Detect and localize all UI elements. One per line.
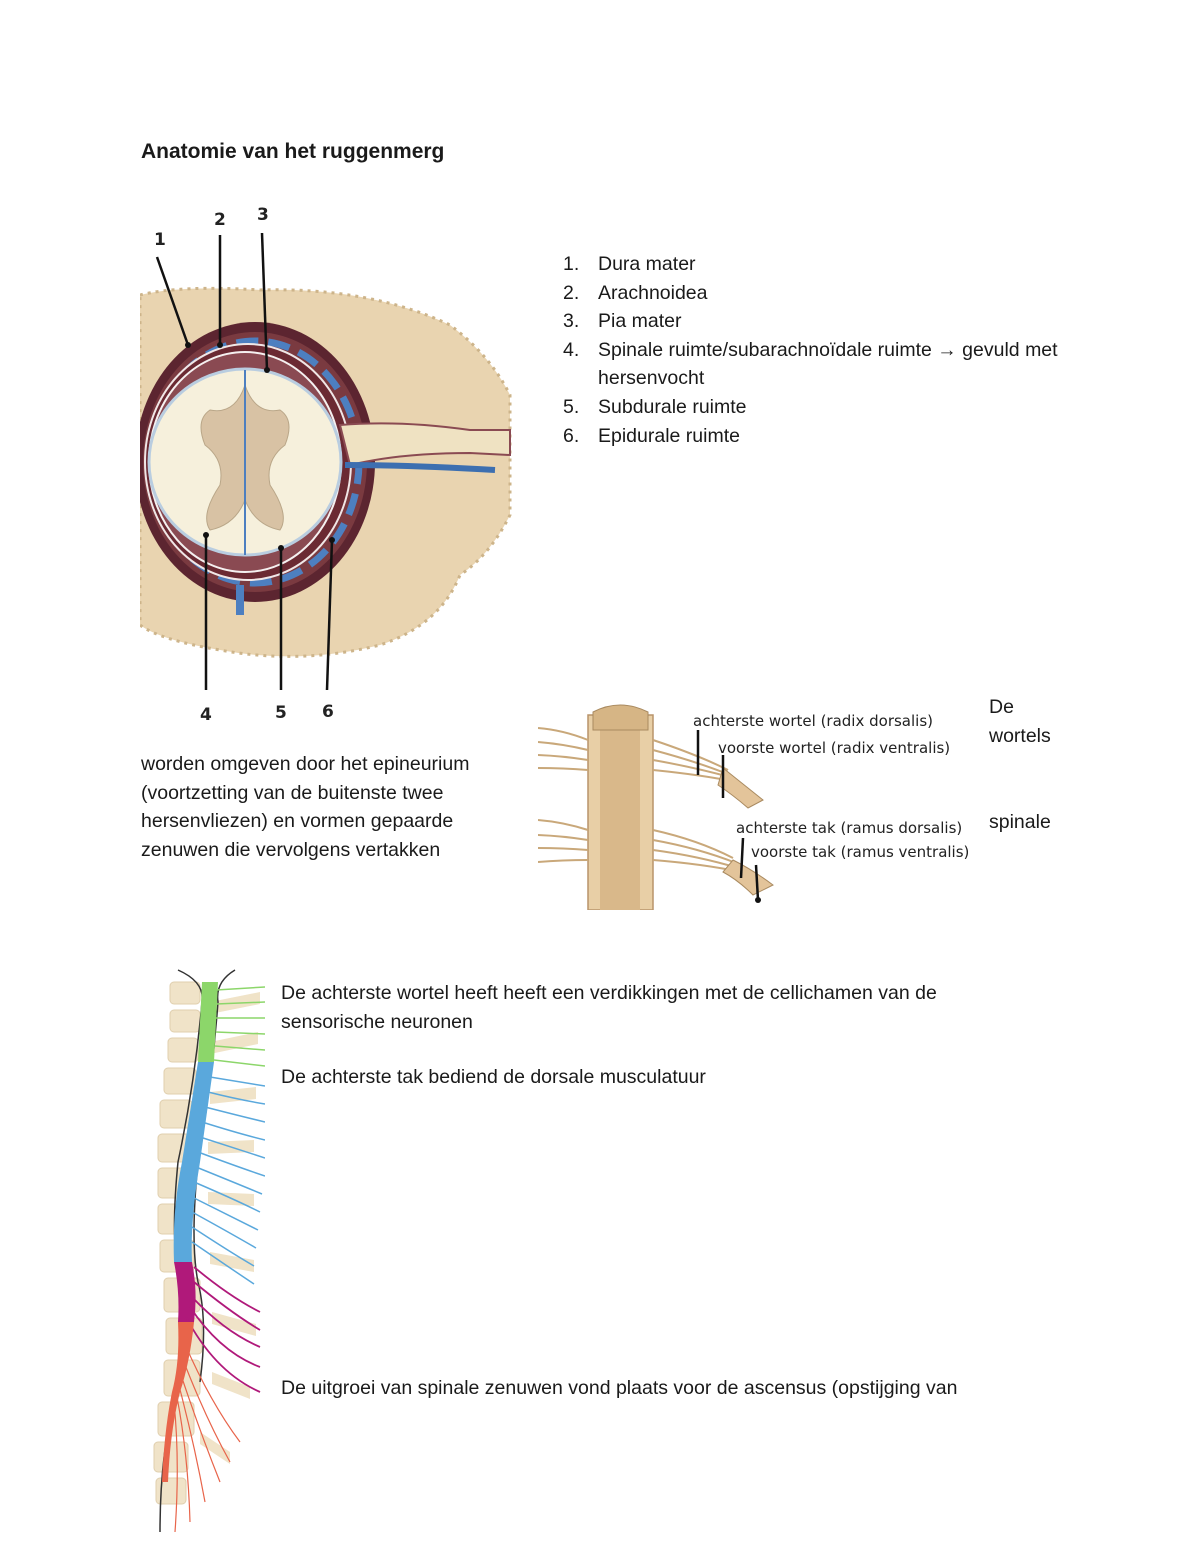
root-label-ventral-ramus: voorste tak (ramus ventralis) bbox=[751, 843, 968, 861]
side-text-de: De bbox=[989, 696, 1014, 718]
list-item: 5.Subdurale ruimte bbox=[563, 395, 747, 418]
side-text-wortels: wortels bbox=[989, 725, 1051, 747]
figure-label-4: 4 bbox=[200, 705, 212, 725]
root-label-dorsal-root: achterste wortel (radix dorsalis) bbox=[693, 712, 933, 730]
root-label-ventral-root: voorste wortel (radix ventralis) bbox=[718, 739, 950, 757]
list-item: 4.Spinale ruimte/subarachnoïdale ruimte … bbox=[563, 338, 1058, 390]
list-item: 1.Dura mater bbox=[563, 253, 696, 275]
paragraph-ascensus: De uitgroei van spinale zenuwen vond pla… bbox=[281, 1377, 958, 1399]
paragraph-dorsal-root: De achterste wortel heeft heeft een verd… bbox=[281, 982, 937, 1033]
paragraph-roots: worden omgeven door het epineurium (voor… bbox=[141, 753, 470, 861]
spinal-roots-figure: achterste wortel (radix dorsalis) voorst… bbox=[538, 704, 968, 910]
figure-label-5: 5 bbox=[275, 703, 287, 723]
side-text-spinale: spinale bbox=[989, 811, 1051, 833]
paragraph-dorsal-ramus: De achterste tak bediend de dorsale musc… bbox=[281, 1066, 706, 1088]
list-item: 2.Arachnoidea bbox=[563, 281, 708, 304]
figure-label-1: 1 bbox=[154, 230, 166, 250]
figure-label-2: 2 bbox=[214, 210, 226, 230]
list-item: 3.Pia mater bbox=[563, 310, 682, 333]
figure-label-6: 6 bbox=[322, 702, 334, 722]
spinal-column-segments-figure bbox=[153, 969, 265, 1533]
page-title: Anatomie van het ruggenmerg bbox=[141, 140, 445, 163]
meninges-list: 1.Dura mater 2.Arachnoidea 3.Pia mater 4… bbox=[560, 250, 1058, 450]
figure-label-3: 3 bbox=[257, 205, 269, 225]
root-label-dorsal-ramus: achterste tak (ramus dorsalis) bbox=[736, 819, 962, 837]
list-item: 6.Epidurale ruimte bbox=[563, 424, 740, 447]
spinal-cord-cross-section-figure: 1 2 3 4 5 6 bbox=[140, 205, 512, 725]
